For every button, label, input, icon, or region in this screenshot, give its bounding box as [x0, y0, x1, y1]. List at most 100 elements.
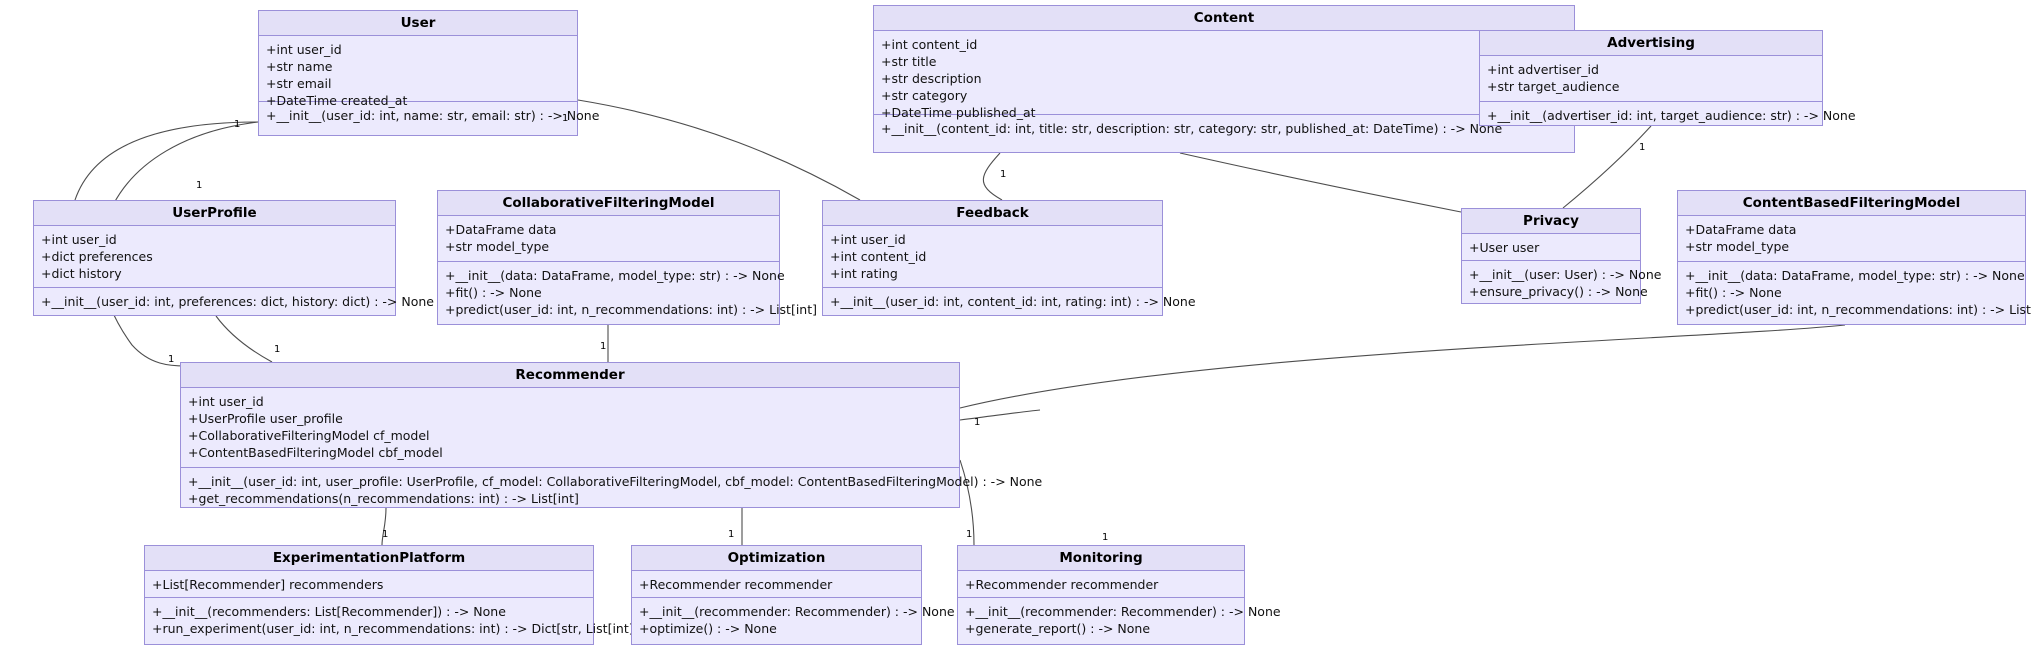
uml-method: +fit() : -> None — [445, 285, 542, 300]
uml-class-userprofile[interactable]: UserProfile+int user_id+dict preferences… — [33, 200, 434, 316]
uml-class-name: User — [259, 11, 577, 36]
uml-class-privacy[interactable]: Privacy+User user+__init__(user: User) :… — [1461, 208, 1661, 304]
uml-attribute: +int content_id — [881, 37, 978, 52]
uml-method: +__init__(user_id: int, content_id: int,… — [830, 294, 1196, 309]
uml-class-recommender[interactable]: Recommender +int user_id +UserProfile user… — [180, 362, 1042, 508]
uml-class-name: Privacy — [1462, 209, 1640, 234]
connector-content-privacy — [1179, 152, 1462, 213]
uml-class-name: ContentBasedFilteringModel — [1678, 191, 2025, 216]
uml-method-compartment: +__init__(data: DataFrame, model_type: s… — [438, 262, 817, 324]
uml-attribute-compartment: +Recommender recommender — [632, 571, 921, 598]
uml-method: +__init__(user_id: int, name: str, email… — [266, 108, 600, 123]
connector-user-feedback — [577, 99, 861, 201]
uml-class-name: UserProfile — [34, 201, 395, 226]
uml-class-cf_model[interactable]: CollaborativeFilteringModel+DataFrame da… — [437, 190, 817, 325]
uml-attribute: +str email — [266, 76, 332, 91]
uml-method-compartment: +__init__(data: DataFrame, model_type: s… — [1678, 262, 2032, 324]
uml-attribute: +int content_id — [830, 249, 927, 264]
uml-attribute: +str model_type — [445, 239, 550, 254]
uml-attribute-compartment: +int content_id +str title +str descriptio… — [874, 31, 1574, 120]
uml-class-name: Optimization — [632, 546, 921, 571]
uml-attribute: +str title — [881, 54, 937, 69]
uml-attribute-compartment: +int user_id+dict preferences+dict histo… — [34, 226, 395, 288]
uml-attribute: +List[Recommender] recommenders — [152, 577, 384, 592]
multiplicity-label: 1 — [196, 180, 203, 191]
connector-advertising-privacy — [1562, 125, 1652, 209]
uml-attribute: +Recommender recommender — [965, 577, 1159, 592]
connector-user-userprofile — [74, 121, 259, 201]
uml-attribute: +str name — [266, 59, 333, 74]
uml-attribute: +int user_id — [41, 232, 117, 247]
uml-class-optimization[interactable]: Optimization+Recommender recommender +__i… — [631, 545, 955, 645]
uml-attribute: +str target_audience — [1487, 79, 1620, 94]
uml-class-user[interactable]: User +int user_id +str name +str email +Date… — [258, 10, 600, 136]
uml-method: +__init__(recommender: Recommender) : ->… — [965, 604, 1281, 619]
uml-attribute: +int user_id — [266, 42, 342, 57]
uml-method-compartment: +__init__(user_id: int, name: str, email… — [259, 102, 600, 130]
uml-attribute: +CollaborativeFilteringModel cf_model — [188, 428, 430, 443]
uml-class-name: ExperimentationPlatform — [145, 546, 593, 571]
uml-class-name: Content — [874, 6, 1574, 31]
uml-class-cbf_model[interactable]: ContentBasedFilteringModel+DataFrame dat… — [1677, 190, 2032, 325]
uml-attribute: +DateTime created_at — [266, 93, 408, 108]
uml-class-name: Recommender — [181, 363, 959, 388]
uml-attribute: +DataFrame data — [445, 222, 557, 237]
uml-attribute: +ContentBasedFilteringModel cbf_model — [188, 445, 443, 460]
uml-attribute: +UserProfile user_profile — [188, 411, 343, 426]
uml-method-compartment: +__init__(recommender: Recommender) : ->… — [632, 598, 955, 643]
multiplicity-label: 1 — [168, 354, 175, 365]
uml-method: +ensure_privacy() : -> None — [1469, 284, 1648, 299]
uml-attribute: +str description — [881, 71, 982, 86]
uml-class-feedback[interactable]: Feedback+int user_id+int content_id+int … — [822, 200, 1196, 316]
uml-attribute: +str model_type — [1685, 239, 1790, 254]
uml-attribute-compartment: +Recommender recommender — [958, 571, 1244, 598]
uml-method-compartment: +__init__(advertiser_id: int, target_aud… — [1480, 102, 1856, 130]
multiplicity-label: 1 — [382, 529, 389, 540]
uml-attribute: +User user — [1469, 240, 1540, 255]
uml-attribute-compartment: +DataFrame data +str model_type — [1678, 216, 2025, 262]
uml-method-compartment: +__init__(recommender: Recommender) : ->… — [958, 598, 1281, 643]
uml-attribute-compartment: +List[Recommender] recommenders — [145, 571, 593, 598]
uml-method-compartment: +__init__(user_id: int, preferences: dic… — [34, 288, 434, 316]
uml-class-advertising[interactable]: Advertising +int advertiser_id +str target… — [1479, 30, 1856, 126]
uml-attribute: +int advertiser_id — [1487, 62, 1599, 77]
multiplicity-label: 1 — [1000, 169, 1007, 180]
uml-method: +predict(user_id: int, n_recommendations… — [1685, 302, 2032, 317]
uml-attribute: +DateTime published_at — [881, 105, 1036, 120]
uml-method: +__init__(data: DataFrame, model_type: s… — [445, 268, 785, 283]
multiplicity-label: 1 — [234, 119, 241, 130]
connector-feedback-recommender — [959, 409, 1041, 421]
uml-method-compartment: +__init__(recommenders: List[Recommender… — [145, 598, 639, 643]
uml-class-monitoring[interactable]: Monitoring +Recommender recommender +__ini… — [957, 545, 1281, 645]
uml-method-compartment: +__init__(user_id: int, content_id: int,… — [823, 288, 1196, 316]
uml-class-content[interactable]: Content +int content_id +str title +str des… — [873, 5, 1575, 153]
uml-method: +__init__(recommender: Recommender) : ->… — [639, 604, 955, 619]
multiplicity-label: 1 — [966, 529, 973, 540]
multiplicity-label: 1 — [974, 417, 981, 428]
connector-userprofile-recommender — [215, 315, 273, 363]
uml-method: +fit() : -> None — [1685, 285, 1782, 300]
uml-class-name: Advertising — [1480, 31, 1822, 56]
uml-class-experimentation[interactable]: ExperimentationPlatform +List[Recommender… — [144, 545, 639, 645]
uml-method: +__init__(advertiser_id: int, target_aud… — [1487, 108, 1856, 123]
connector-cbf-recommender — [959, 324, 1846, 409]
multiplicity-label: 1 — [728, 529, 735, 540]
uml-attribute-compartment: +int advertiser_id +str target_audience — [1480, 56, 1822, 102]
uml-method: +__init__(recommenders: List[Recommender… — [152, 604, 506, 619]
uml-method: +__init__(user_id: int, preferences: dic… — [41, 294, 434, 309]
uml-attribute: +dict history — [41, 266, 122, 281]
uml-method: +generate_report() : -> None — [965, 621, 1151, 636]
uml-attribute: +int rating — [830, 266, 898, 281]
uml-attribute-compartment: +DataFrame data +str model_type — [438, 216, 779, 262]
uml-class-name: CollaborativeFilteringModel — [438, 191, 779, 216]
uml-attribute: +DataFrame data — [1685, 222, 1797, 237]
uml-method: +__init__(data: DataFrame, model_type: s… — [1685, 268, 2025, 283]
uml-class-name: Monitoring — [958, 546, 1244, 571]
uml-method: +get_recommendations(n_recommendations: … — [188, 491, 579, 506]
multiplicity-label: 1 — [562, 113, 569, 124]
uml-attribute: +int user_id — [188, 394, 264, 409]
multiplicity-label: 1 — [274, 344, 281, 355]
uml-attribute: +str category — [881, 88, 968, 103]
uml-attribute-compartment: +int user_id +str name +str email +DateTime… — [259, 36, 577, 108]
